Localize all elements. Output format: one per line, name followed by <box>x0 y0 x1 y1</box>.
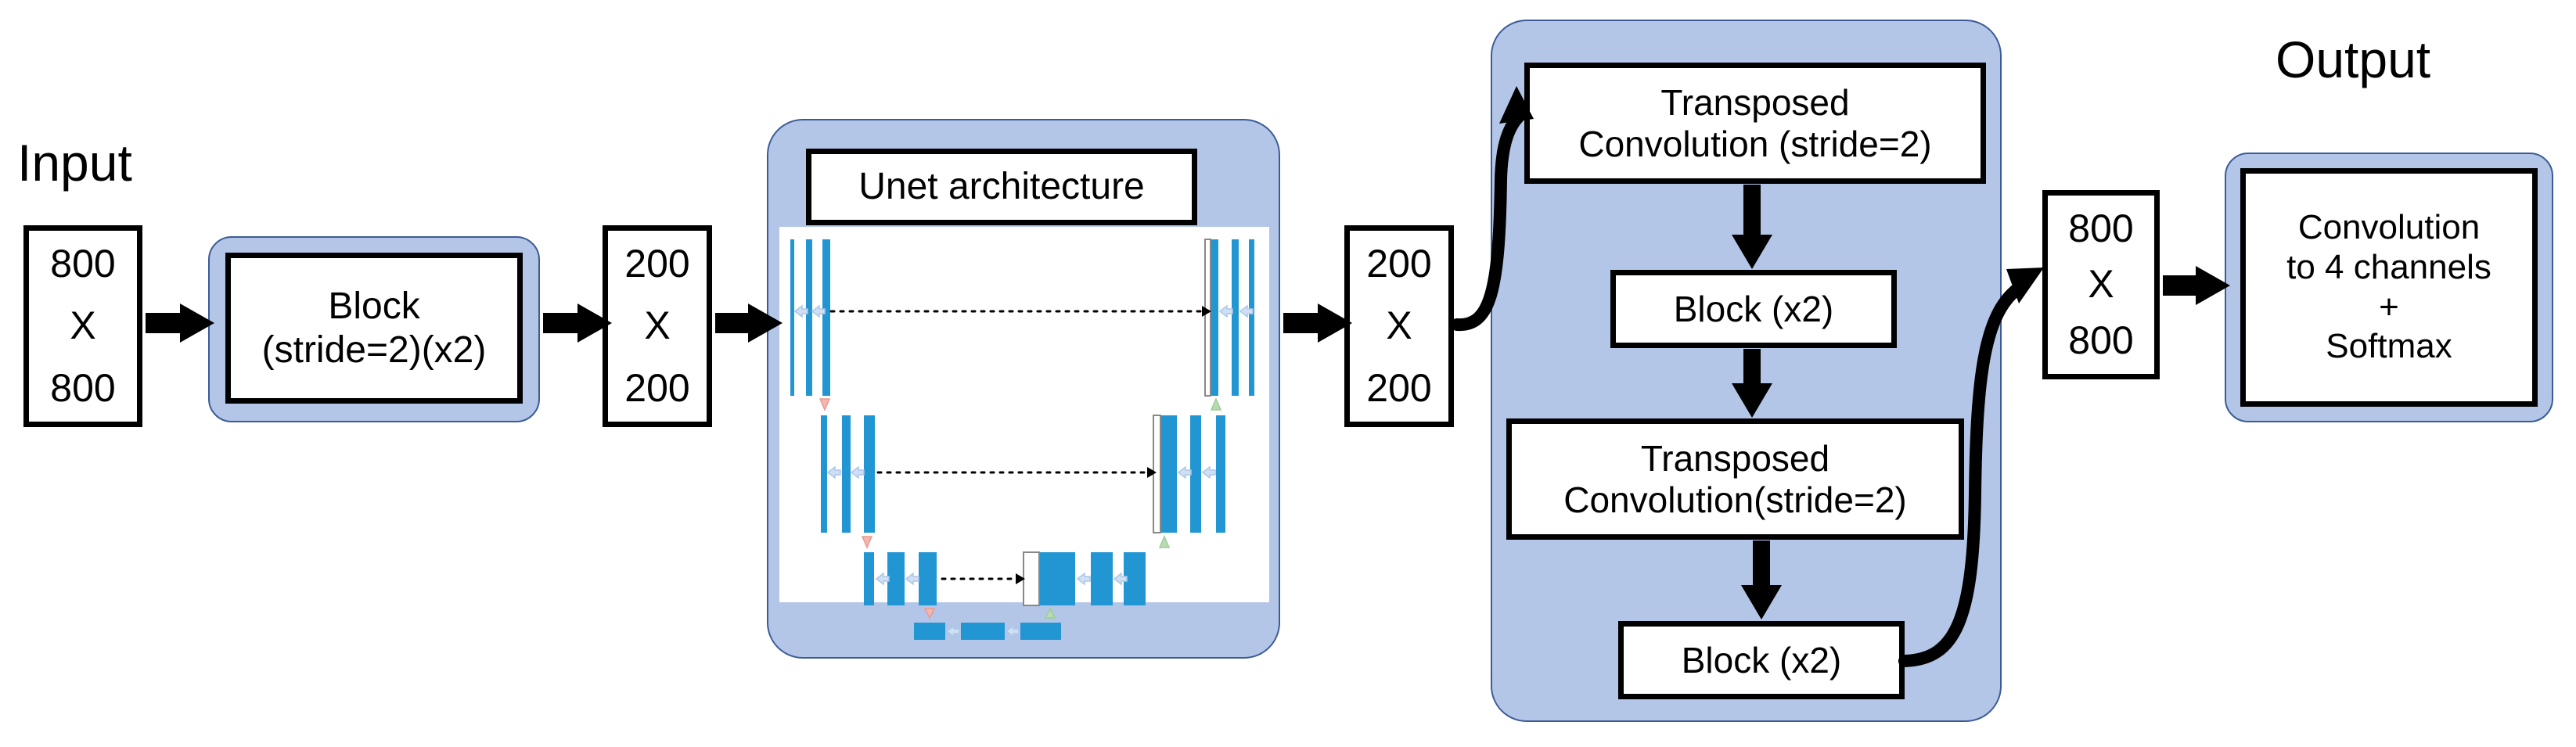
unet-inner-plate <box>779 227 1269 602</box>
output-label: Output <box>2276 31 2431 88</box>
dim200a-height: 200 <box>624 365 690 410</box>
transposed-conv-box-1: Transposed Convolution (stride=2) <box>1524 63 1986 184</box>
block-stride-line2: (stride=2)(x2) <box>261 329 487 371</box>
dim800-width: 800 <box>2068 207 2134 250</box>
transposed-conv-box-2: Transposed Convolution(stride=2) <box>1506 418 1964 540</box>
input-label: Input <box>17 134 132 192</box>
unet-architecture-glyph <box>790 239 1254 640</box>
unet-title-text: Unet architecture <box>858 166 1145 208</box>
unet-title-box: Unet architecture <box>806 149 1197 225</box>
input-dim-width: 800 <box>50 242 116 286</box>
block-x2-box-1: Block (x2) <box>1610 270 1897 348</box>
block-x2-1-label: Block (x2) <box>1673 288 1834 329</box>
dim-800-box: 800 X 800 <box>2042 190 2160 379</box>
dim200a-x: X <box>644 303 671 348</box>
transposed-conv-1-line2: Convolution (stride=2) <box>1578 123 1932 164</box>
dim200b-width: 200 <box>1366 242 1432 286</box>
transposed-conv-2-line2: Convolution(stride=2) <box>1563 479 1907 520</box>
output-box: Convolution to 4 channels + Softmax <box>2240 168 2538 407</box>
transposed-conv-1-line1: Transposed <box>1660 81 1850 123</box>
input-dim-height: 800 <box>50 365 116 410</box>
block-x2-box-2: Block (x2) <box>1618 621 1905 699</box>
dim-200-box-a: 200 X 200 <box>603 225 712 427</box>
output-line1: Convolution <box>2297 208 2481 247</box>
dim200b-x: X <box>1386 303 1412 348</box>
input-dimension-box: 800 X 800 <box>23 225 142 427</box>
output-line2: to 4 channels <box>2286 247 2491 286</box>
dim200a-width: 200 <box>624 242 690 286</box>
dim200b-height: 200 <box>1366 365 1432 410</box>
dim800-x: X <box>2088 262 2114 307</box>
block-stride-box: Block (stride=2)(x2) <box>225 253 523 404</box>
transposed-conv-2-line1: Transposed <box>1640 437 1830 479</box>
block-x2-2-label: Block (x2) <box>1681 639 1842 681</box>
input-dim-x: X <box>70 303 96 348</box>
block-stride-line1: Block <box>328 286 420 328</box>
output-line4: Softmax <box>2326 327 2452 366</box>
dim800-height: 800 <box>2068 318 2134 362</box>
output-line3: + <box>2379 287 2399 326</box>
